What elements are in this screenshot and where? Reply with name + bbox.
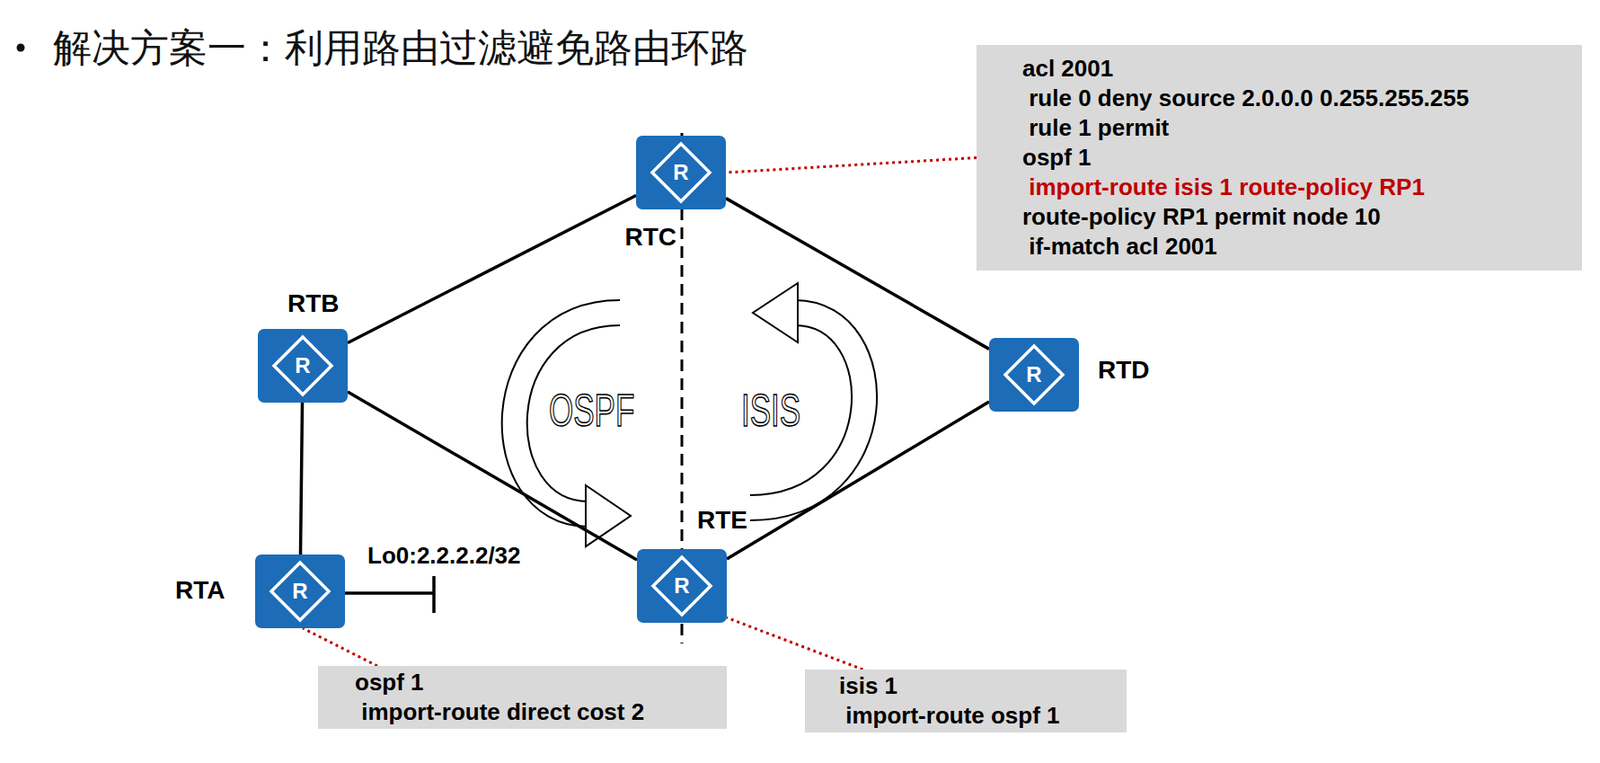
loopback-wire <box>344 591 434 595</box>
loopback-end <box>432 575 436 613</box>
router-letter: R <box>257 328 348 403</box>
config-line: acl 2001 <box>1022 53 1547 84</box>
area-name: OSPF <box>548 386 635 435</box>
address-label: Lo0:2.2.2.2/32 <box>367 540 522 570</box>
config-line: isis 1 <box>839 671 1109 701</box>
config-line: rule 1 permit <box>1022 113 1547 143</box>
config-box: ospf 1 import-route direct cost 2 <box>318 665 727 729</box>
link-line <box>347 195 637 344</box>
config-box: isis 1 import-route ospf 1 <box>804 669 1127 733</box>
config-line: import-route ospf 1 <box>839 700 1109 731</box>
router-letter: R <box>636 548 727 623</box>
config-box: acl 2001 rule 0 deny source 2.0.0.0 0.25… <box>976 44 1583 271</box>
leader-line <box>302 627 378 666</box>
router-icon: RRTA <box>255 554 345 628</box>
slide-title: 解决方案一：利用路由过滤避免路由环路 <box>53 23 749 72</box>
router-icon: RRTD <box>989 337 1079 412</box>
router-name: RTE <box>697 505 748 535</box>
config-line: if-match acl 2001 <box>1022 231 1547 262</box>
config-line: import-route direct cost 2 <box>354 697 709 727</box>
config-line: ospf 1 <box>1022 142 1547 173</box>
link-line <box>300 402 302 555</box>
router-name: RTC <box>624 222 677 252</box>
config-line: ospf 1 <box>354 667 709 698</box>
router-letter: R <box>255 554 345 628</box>
router-name: RTA <box>175 575 225 605</box>
link-line <box>725 198 990 350</box>
leader-line <box>725 158 977 174</box>
router-icon: RRTC <box>636 135 726 210</box>
config-line: rule 0 deny source 2.0.0.0 0.255.255.255 <box>1022 83 1547 114</box>
config-line: import-route isis 1 route-policy RP1 <box>1022 172 1547 203</box>
router-name: RTB <box>287 289 340 319</box>
router-icon: RRTE <box>636 548 727 623</box>
router-letter: R <box>989 337 1079 412</box>
router-name: RTD <box>1097 355 1150 385</box>
router-icon: RRTB <box>257 328 348 403</box>
area-name: ISIS <box>741 386 801 435</box>
leader-line <box>726 617 863 670</box>
router-letter: R <box>636 135 726 210</box>
bullet <box>17 44 26 53</box>
config-line: route-policy RP1 permit node 10 <box>1022 202 1547 232</box>
